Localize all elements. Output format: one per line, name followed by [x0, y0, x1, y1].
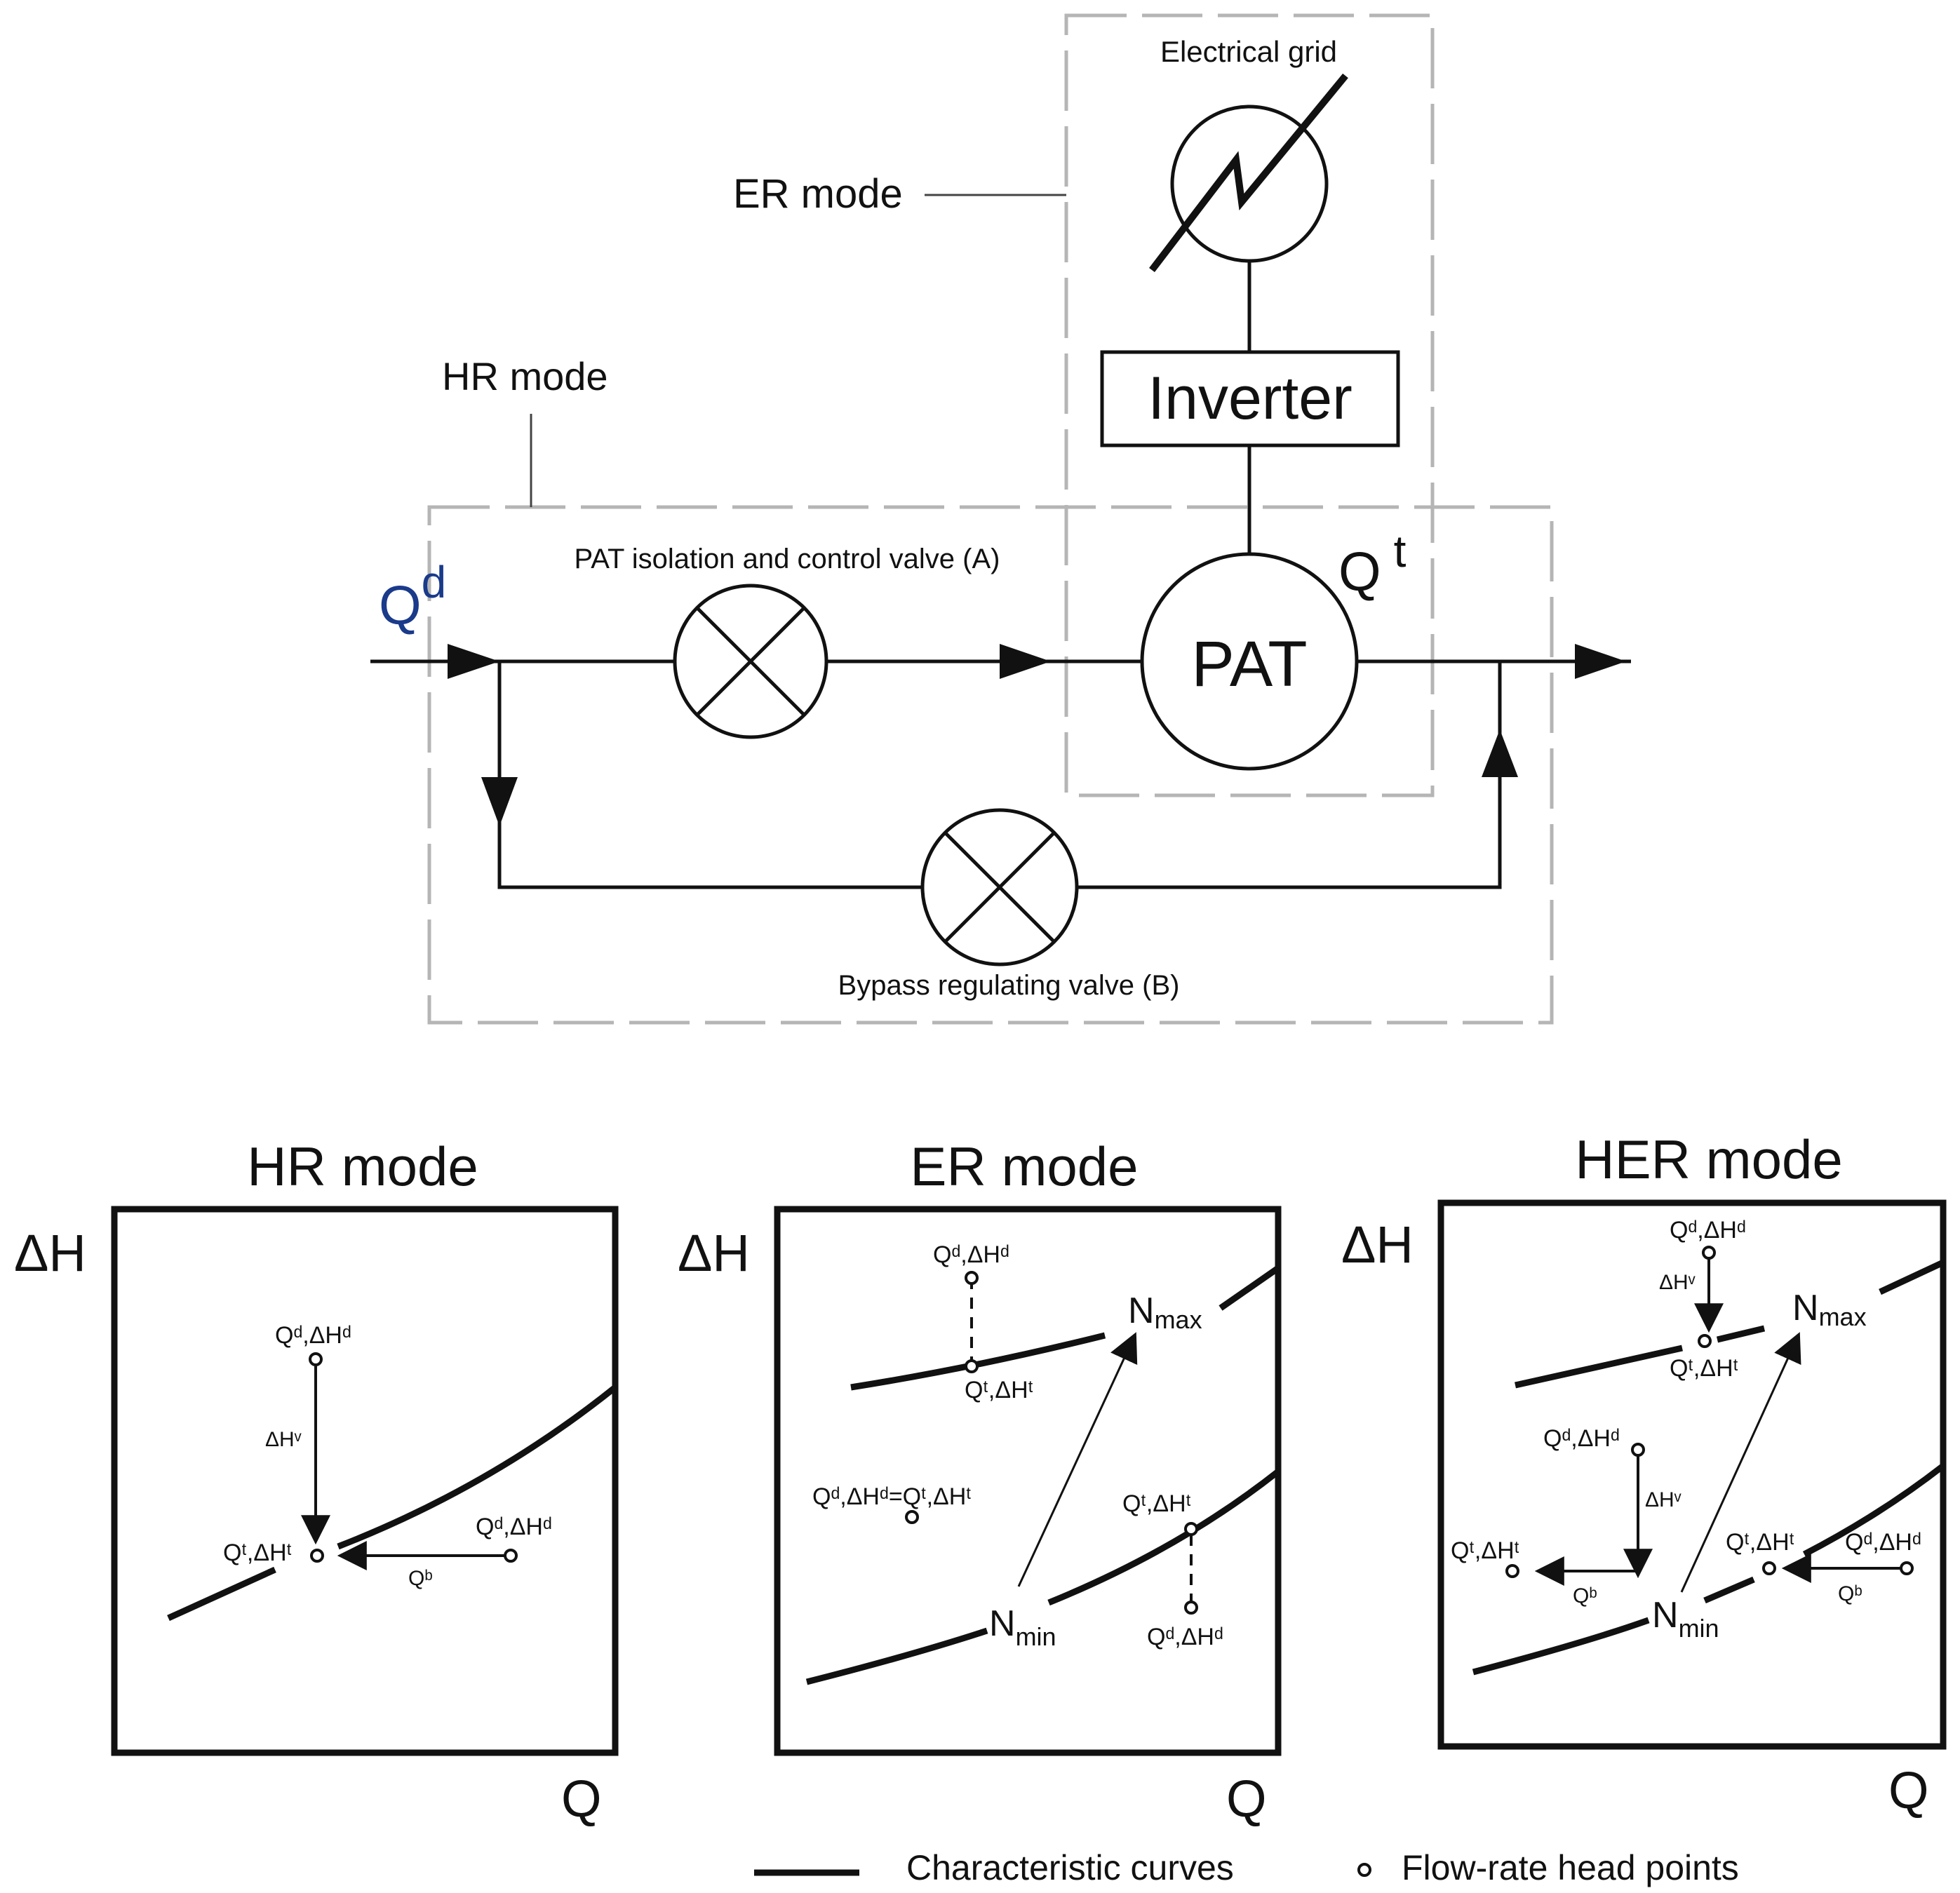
- hr-xlabel: Q: [561, 1770, 602, 1828]
- her-label-qd-right: Qᵈ,ΔHᵈ: [1845, 1529, 1921, 1556]
- hr-mode-label: HR mode: [442, 354, 608, 398]
- her-point-qd-top: [1702, 1246, 1716, 1260]
- her-curve-top-mid: [1716, 1325, 1766, 1343]
- her-label-n-max: Nmax: [1792, 1288, 1867, 1331]
- outlet-arrow: [1575, 644, 1626, 679]
- her-point-qt-top: [1698, 1334, 1712, 1348]
- er-xlabel: Q: [1226, 1770, 1267, 1828]
- her-label-n-min: Nmin: [1652, 1595, 1719, 1643]
- hr-point-qt: [310, 1549, 324, 1563]
- her-curve-top: [1515, 1345, 1683, 1389]
- hr-point-qd-top: [309, 1352, 323, 1366]
- er-speed-arrow: [1017, 1332, 1138, 1587]
- er-title: ER mode: [910, 1136, 1138, 1197]
- schematic: ER mode HR mode Electrical grid Inverter: [370, 13, 1631, 1025]
- hr-label-qd-right: Qᵈ,ΔHᵈ: [476, 1514, 552, 1540]
- her-label-qt-left: Qᵗ,ΔHᵗ: [1451, 1537, 1519, 1564]
- er-label-qd-low: Qᵈ,ΔHᵈ: [1147, 1624, 1223, 1650]
- her-point-qd-right: [1900, 1561, 1914, 1575]
- hr-label-qb: Qᵇ: [408, 1567, 433, 1590]
- panel-her: HER mode ΔH Q Qᵈ,ΔHᵈ ΔHᵛ Nmax Qᵗ,ΔHᵗ Qᵈ,…: [1341, 1129, 1947, 1819]
- legend-curves-label: Characteristic curves: [906, 1848, 1234, 1887]
- er-point-qd-low: [1184, 1601, 1198, 1615]
- electrical-grid-icon: [1149, 73, 1348, 273]
- hr-curve-high: [337, 1385, 617, 1550]
- hr-label-qd-top: Qᵈ,ΔHᵈ: [275, 1322, 351, 1349]
- her-label-qd-top: Qᵈ,ΔHᵈ: [1670, 1217, 1746, 1244]
- bypass-up-arrow: [1482, 729, 1518, 777]
- hr-ylabel: ΔH: [14, 1224, 86, 1282]
- er-label-qd-eq: Qᵈ,ΔHᵈ=Qᵗ,ΔHᵗ: [812, 1483, 972, 1510]
- bypass-down-arrow: [481, 777, 518, 826]
- her-point-qd-mid: [1631, 1443, 1645, 1457]
- pat-circle: [1140, 552, 1359, 771]
- her-curve-low: [1472, 1617, 1650, 1676]
- er-point-qd-top: [965, 1271, 979, 1285]
- her-plot-frame: [1437, 1199, 1947, 1750]
- her-xlabel: Q: [1888, 1761, 1929, 1819]
- inverter-box: [1100, 350, 1400, 447]
- valve-a-label: PAT isolation and control valve (A): [575, 544, 1000, 574]
- er-point-qt-low: [1184, 1522, 1198, 1536]
- hr-curve-low: [167, 1566, 276, 1622]
- er-label-qd-top: Qᵈ,ΔHᵈ: [933, 1241, 1009, 1268]
- er-point-qd-eq: [905, 1510, 919, 1524]
- er-plot-frame: [774, 1206, 1282, 1756]
- her-label-qt-right: Qᵗ,ΔHᵗ: [1726, 1529, 1794, 1556]
- inlet-arrow: [448, 644, 499, 679]
- her-point-qt-left: [1505, 1564, 1519, 1578]
- electrical-grid-label: Electrical grid: [1160, 35, 1337, 68]
- pat-label: PAT: [1191, 628, 1307, 700]
- her-label-qb-right: Qᵇ: [1838, 1582, 1862, 1605]
- her-label-dhv-top: ΔHᵛ: [1659, 1271, 1696, 1294]
- legend-point-swatch: [1357, 1863, 1371, 1877]
- er-curve-top-end: [1219, 1265, 1280, 1311]
- er-label-n-min: Nmin: [989, 1603, 1056, 1651]
- mid-arrow: [1000, 644, 1051, 679]
- er-label-qt-low: Qᵗ,ΔHᵗ: [1122, 1490, 1191, 1517]
- her-label-dhv-mid: ΔHᵛ: [1645, 1488, 1682, 1511]
- her-speed-arrow: [1680, 1332, 1801, 1593]
- inverter-label: Inverter: [1148, 365, 1352, 432]
- er-ylabel: ΔH: [678, 1224, 750, 1282]
- er-mode-label: ER mode: [733, 171, 903, 217]
- hr-point-qd-right: [504, 1549, 518, 1563]
- her-point-qt-right: [1762, 1561, 1776, 1575]
- her-curve-low-mid: [1703, 1576, 1755, 1604]
- legend-points-label: Flow-rate head points: [1402, 1848, 1739, 1887]
- er-label-n-max: Nmax: [1128, 1291, 1202, 1334]
- er-curve-low: [805, 1627, 988, 1685]
- panel-er: ER mode ΔH Q Qᵈ,ΔHᵈ Qᵗ,ΔHᵗ Nmax Qᵈ,ΔHᵈ=Q…: [678, 1136, 1282, 1828]
- qd-label: Qd: [379, 557, 446, 636]
- her-label-qb-left: Qᵇ: [1573, 1584, 1597, 1608]
- valve-a-icon: [673, 584, 828, 739]
- er-mode-box: [1064, 13, 1435, 797]
- hr-mode-box: [427, 505, 1554, 1025]
- legend: Characteristic curves Flow-rate head poi…: [754, 1848, 1739, 1887]
- er-point-qt-top: [965, 1359, 979, 1373]
- panel-hr: HR mode ΔH Q Qᵈ,ΔHᵈ ΔHᵛ Qᵗ,ΔHᵗ Qᵈ,ΔHᵈ Qᵇ: [14, 1136, 619, 1828]
- bypass-pipe: [497, 661, 923, 889]
- valve-b-label: Bypass regulating valve (B): [838, 970, 1180, 1001]
- hr-title: HR mode: [247, 1136, 478, 1197]
- valve-b-icon: [920, 808, 1079, 966]
- hr-label-dhv: ΔHᵛ: [265, 1428, 302, 1451]
- her-ylabel: ΔH: [1341, 1215, 1414, 1274]
- her-curve-top-end: [1879, 1259, 1945, 1295]
- her-label-qt-top: Qᵗ,ΔHᵗ: [1670, 1355, 1738, 1382]
- hr-plot-frame: [111, 1206, 619, 1756]
- hr-label-qt: Qᵗ,ΔHᵗ: [223, 1540, 292, 1566]
- er-curve-low-end: [1047, 1469, 1280, 1606]
- her-label-qd-mid: Qᵈ,ΔHᵈ: [1543, 1425, 1620, 1452]
- her-title: HER mode: [1575, 1129, 1842, 1190]
- her-curve-low-end: [1802, 1463, 1945, 1557]
- er-label-qt-top: Qᵗ,ΔHᵗ: [965, 1377, 1033, 1403]
